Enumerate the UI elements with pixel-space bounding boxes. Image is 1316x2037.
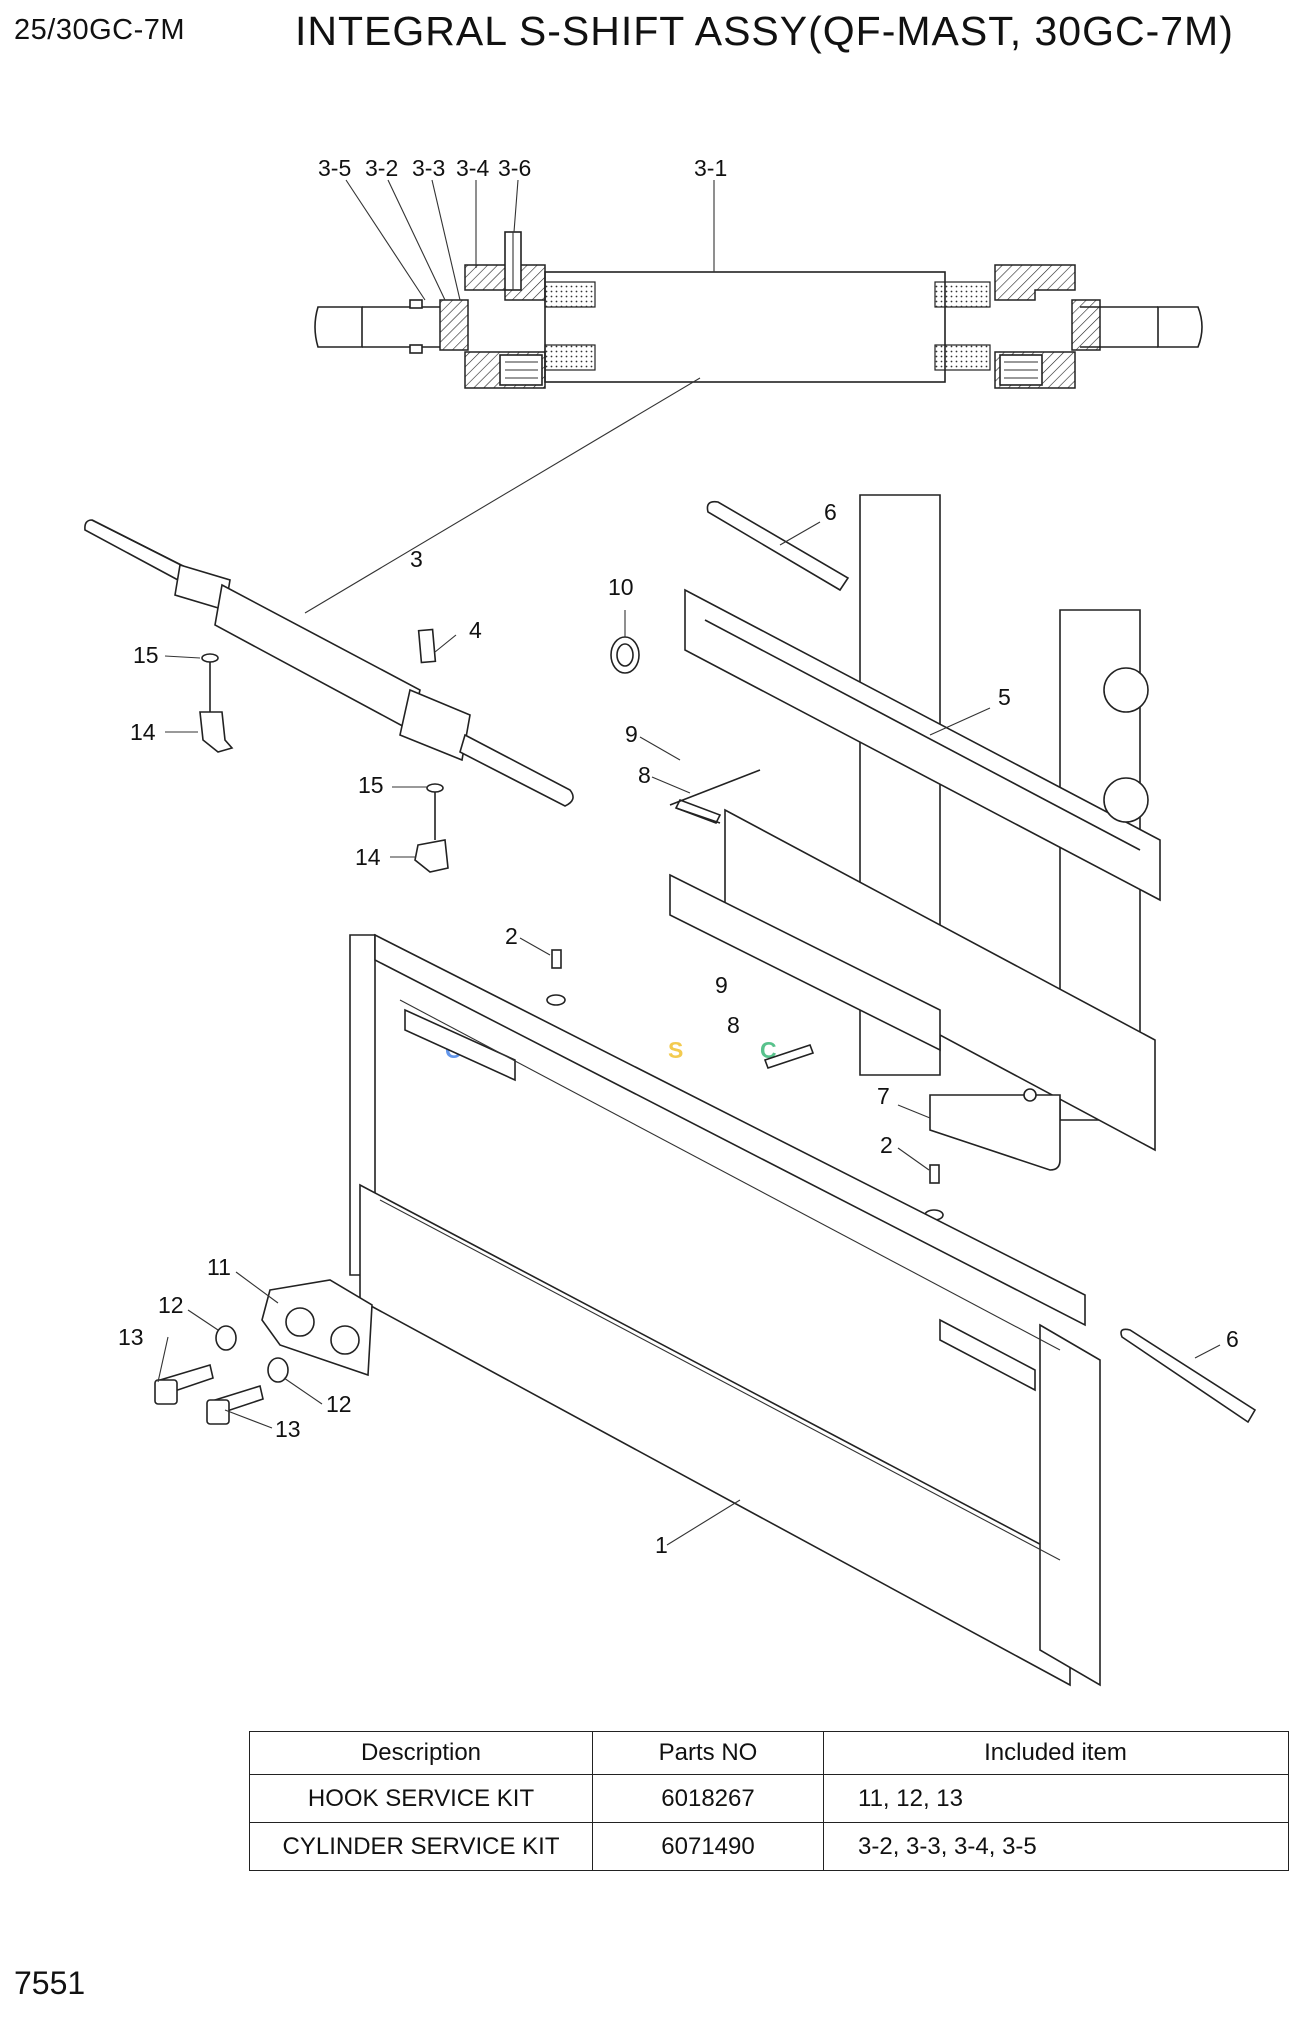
table-row: HOOK SERVICE KIT 6018267 11, 12, 13 [249,1774,1289,1823]
cell-parts-no: 6071490 [592,1822,824,1871]
callout-3-2: 3-2 [365,155,398,181]
callout-11: 11 [207,1254,231,1280]
pins-and-bolts [546,769,944,1221]
cell-description: CYLINDER SERVICE KIT [249,1822,593,1871]
cylinder-section-view [314,231,1203,389]
leader-lines [157,179,1221,1546]
fork-carriage-frame [349,933,1101,1687]
callout-3-6: 3-6 [498,155,531,181]
page-number: 7551 [14,1965,86,2001]
callout-6-upper: 6 [824,499,837,525]
callout-6-lower: 6 [1226,1326,1239,1352]
callout-2-lower: 2 [880,1132,893,1158]
callout-4: 4 [469,617,482,643]
callout-8-upper: 8 [638,762,651,788]
table-row: CYLINDER SERVICE KIT 6071490 3-2, 3-3, 3… [249,1822,1289,1871]
callout-1: 1 [655,1532,668,1558]
lower-hook [154,1279,373,1425]
callout-2-upper: 2 [505,923,518,949]
callout-labels: 3-5 3-2 3-3 3-4 3-6 3-1 3 4 10 6 5 15 14… [118,155,1239,1558]
model-label: 25/30GC-7M [14,14,186,46]
callout-15-upper: 15 [133,642,159,668]
callout-7: 7 [877,1083,890,1109]
column-header-included-item: Included item [823,1731,1289,1775]
callout-3: 3 [410,546,423,572]
slide-rail-upper [706,500,850,592]
side-shift-cylinder [84,519,640,873]
page-title: INTEGRAL S-SHIFT ASSY(QF-MAST, 30GC-7M) [295,8,1234,54]
cell-parts-no: 6018267 [592,1774,824,1823]
callout-12-lower: 12 [326,1391,352,1417]
callout-14-upper: 14 [130,719,156,745]
callout-3-5: 3-5 [318,155,351,181]
cell-description: HOOK SERVICE KIT [249,1774,593,1823]
callout-9-lower: 9 [715,972,728,998]
column-header-description: Description [249,1731,593,1775]
cell-included-item: 3-2, 3-3, 3-4, 3-5 [823,1822,1289,1871]
callout-15-lower: 15 [358,772,384,798]
callout-9-upper: 9 [625,721,638,747]
service-kit-table: Description Parts NO Included item HOOK … [249,1731,1289,1871]
slide-rail-lower [1120,1328,1257,1424]
callout-10: 10 [608,574,634,600]
watermark-letter-4: C [760,1037,777,1063]
column-header-parts-no: Parts NO [592,1731,824,1775]
callout-5: 5 [998,684,1011,710]
side-shifter-frame [669,494,1161,1152]
callout-13-upper: 13 [118,1324,144,1350]
callout-14-lower: 14 [355,844,381,870]
callout-3-1: 3-1 [694,155,727,181]
callout-13-lower: 13 [275,1416,301,1442]
callout-3-3: 3-3 [412,155,445,181]
cell-included-item: 11, 12, 13 [823,1774,1289,1823]
table-header-row: Description Parts NO Included item [249,1731,1289,1775]
callout-12-upper: 12 [158,1292,184,1318]
callout-8-lower: 8 [727,1012,740,1038]
watermark-letter-3: S [668,1037,683,1063]
wear-pad [929,1088,1061,1171]
callout-3-4: 3-4 [456,155,489,181]
